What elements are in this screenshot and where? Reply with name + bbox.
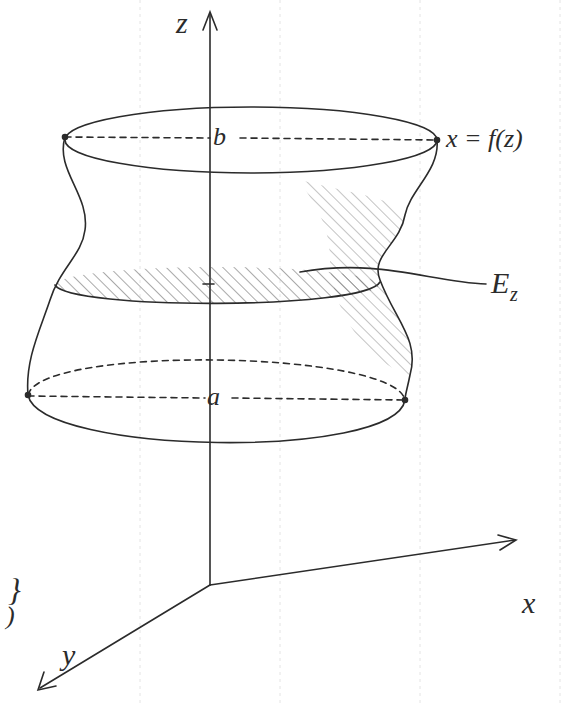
paper-grid [140, 0, 560, 706]
section-label: E [491, 268, 509, 298]
function-label: x = f(z) [446, 126, 523, 152]
tick [203, 283, 214, 285]
dimension-label: b [213, 124, 226, 150]
point [26, 393, 31, 398]
point [435, 138, 440, 143]
axis-label: x [522, 588, 535, 618]
cross-section-hatch [55, 267, 379, 303]
point [403, 398, 408, 403]
fragment: } [8, 574, 21, 606]
radius-dashed [232, 398, 405, 400]
fragment: ) [6, 603, 15, 629]
axis-label: z [176, 8, 188, 38]
axis-label: y [62, 640, 75, 670]
arrowhead [203, 12, 217, 30]
radius-dashed [240, 138, 437, 140]
y-axis [40, 585, 210, 688]
top-rim [65, 107, 437, 173]
radius-dashed [28, 396, 205, 398]
leader-line [300, 268, 486, 284]
shading [300, 180, 412, 375]
profile-curve [28, 137, 86, 395]
section-subscript: z [510, 284, 518, 304]
radius-dashed [65, 137, 210, 138]
dimension-label: a [207, 384, 220, 410]
arrowhead [498, 535, 516, 550]
cross-section-edge [55, 282, 380, 303]
point [63, 135, 68, 140]
arrowhead [38, 672, 56, 690]
x-axis [210, 540, 515, 585]
